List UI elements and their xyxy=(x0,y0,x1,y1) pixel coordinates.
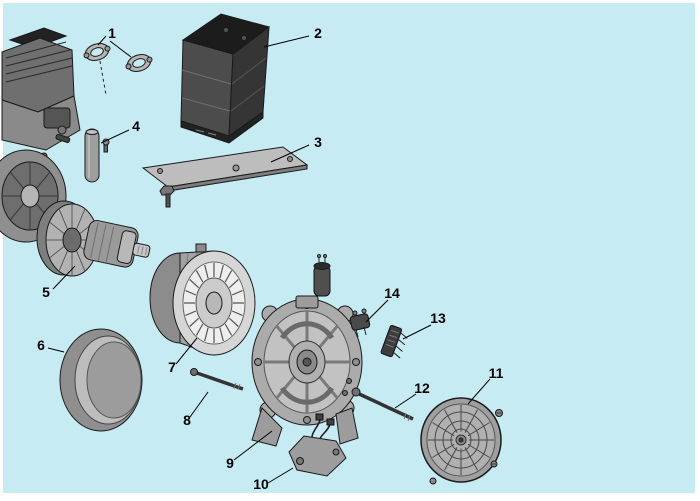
callout-label-12: 12 xyxy=(414,380,430,396)
leader-line-5 xyxy=(52,265,76,290)
leader-line-9 xyxy=(233,430,273,461)
callout-label-4: 4 xyxy=(132,118,140,134)
rotor-assembly-graphic xyxy=(36,200,151,277)
wire-bracket-graphic xyxy=(288,413,347,477)
leader-line-11 xyxy=(467,378,491,405)
callout-label-7: 7 xyxy=(168,359,176,375)
plate-bolt-graphic xyxy=(159,185,175,208)
band-ring-graphic xyxy=(59,328,143,432)
leader-line-8 xyxy=(189,391,209,418)
gasket-pair-graphic xyxy=(83,43,153,96)
cover-nut-icon xyxy=(429,477,437,485)
mounting-plate-graphic xyxy=(141,146,309,208)
callout-labels: 1 2 3 4 5 6 7 8 9 10 11 12 13 14 xyxy=(37,25,504,492)
leader-line-12 xyxy=(394,393,417,409)
callout-label-5: 5 xyxy=(42,284,50,300)
leader-line-2 xyxy=(263,35,310,48)
leader-line-14 xyxy=(365,299,389,323)
leader-line-1b xyxy=(109,40,132,58)
through-bolt-2-graphic xyxy=(351,387,414,422)
through-bolt-graphic xyxy=(190,368,244,391)
leader-line-13 xyxy=(402,324,432,340)
callout-label-10: 10 xyxy=(253,476,269,492)
callout-label-14: 14 xyxy=(384,285,400,301)
callout-label-6: 6 xyxy=(37,337,45,353)
leader-line-7 xyxy=(175,337,198,365)
cover-screw-icon xyxy=(495,409,503,417)
sensor-module-graphic xyxy=(349,308,371,338)
leader-line-6 xyxy=(47,347,65,353)
callout-label-8: 8 xyxy=(183,412,191,428)
leader-line-3 xyxy=(270,144,310,163)
end-cover-graphic xyxy=(420,397,503,485)
leader-line-1a xyxy=(97,35,107,46)
rectifier-graphic xyxy=(380,324,408,359)
callout-label-3: 3 xyxy=(314,134,322,150)
cover-screw-icon xyxy=(490,460,498,468)
muffler-graphic xyxy=(180,13,271,144)
callout-label-11: 11 xyxy=(489,365,504,381)
callout-label-1: 1 xyxy=(108,25,116,41)
leader-line-10 xyxy=(267,467,294,484)
rear-bracket-graphic xyxy=(251,254,363,447)
stator-graphic xyxy=(149,243,256,356)
capacitor-graphic xyxy=(313,254,331,297)
callout-label-9: 9 xyxy=(226,455,234,471)
callout-label-2: 2 xyxy=(314,25,322,41)
leader-line-4 xyxy=(100,129,130,144)
callout-label-13: 13 xyxy=(430,310,446,326)
leader-lines xyxy=(47,35,491,484)
